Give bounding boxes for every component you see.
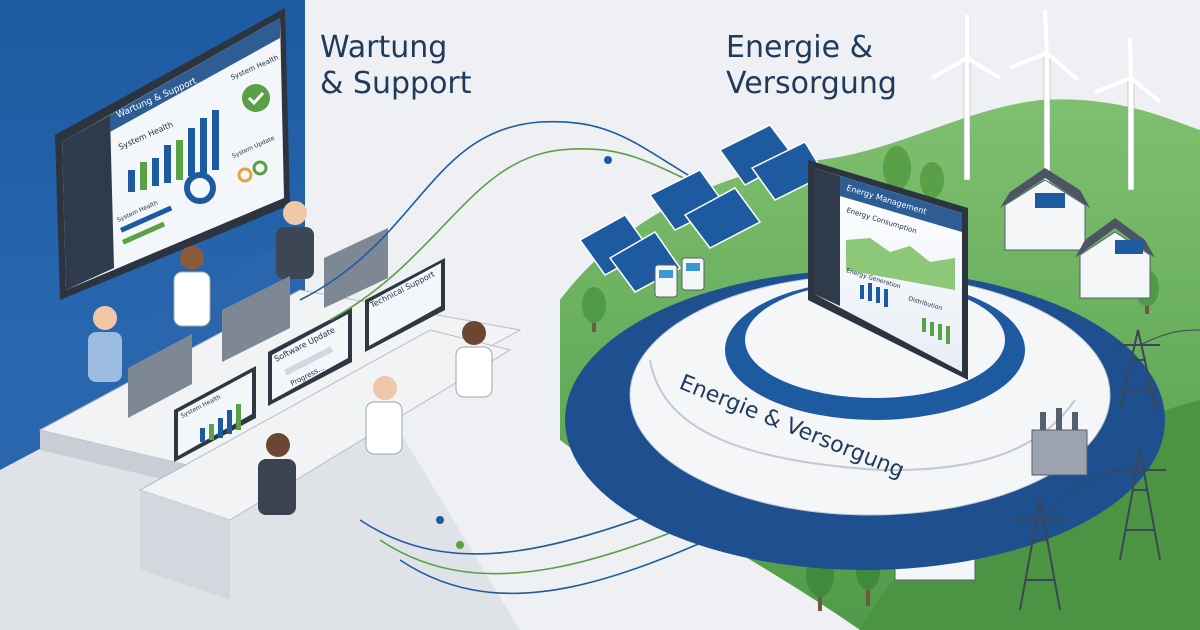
wind-turbine-1 xyxy=(931,15,1002,181)
operator-4 xyxy=(258,433,296,515)
house-1 xyxy=(1000,168,1090,251)
tower-3 xyxy=(1014,499,1066,611)
wind-turbine-2 xyxy=(1009,9,1080,186)
tower-2 xyxy=(1114,449,1166,561)
operator-1 xyxy=(88,306,122,382)
operator-2 xyxy=(173,246,211,327)
heading-energie-versorgung: Energie & Versorgung xyxy=(726,30,897,101)
wall-bar-chart xyxy=(128,110,219,192)
operators xyxy=(88,201,493,515)
transmission-towers xyxy=(1014,329,1200,611)
solar-panels xyxy=(578,124,827,293)
transformer xyxy=(1031,408,1088,476)
wall-check-circle xyxy=(242,84,270,112)
energy-screen: Energy Management Energy Consumption Ene… xyxy=(808,160,968,380)
heading-wartung-support: Wartung & Support xyxy=(320,30,472,101)
operator-3 xyxy=(276,201,314,279)
wall-donut-chart xyxy=(184,172,216,204)
operator-6 xyxy=(455,321,493,398)
tower-1 xyxy=(1116,329,1160,411)
wind-turbines xyxy=(931,9,1162,191)
wind-turbine-3 xyxy=(1094,37,1162,191)
energy-bar-chart xyxy=(860,283,950,344)
house-2 xyxy=(1075,218,1155,299)
operator-5 xyxy=(365,376,403,455)
wall-monitor: Wartung & Support System Health System H… xyxy=(55,8,290,300)
